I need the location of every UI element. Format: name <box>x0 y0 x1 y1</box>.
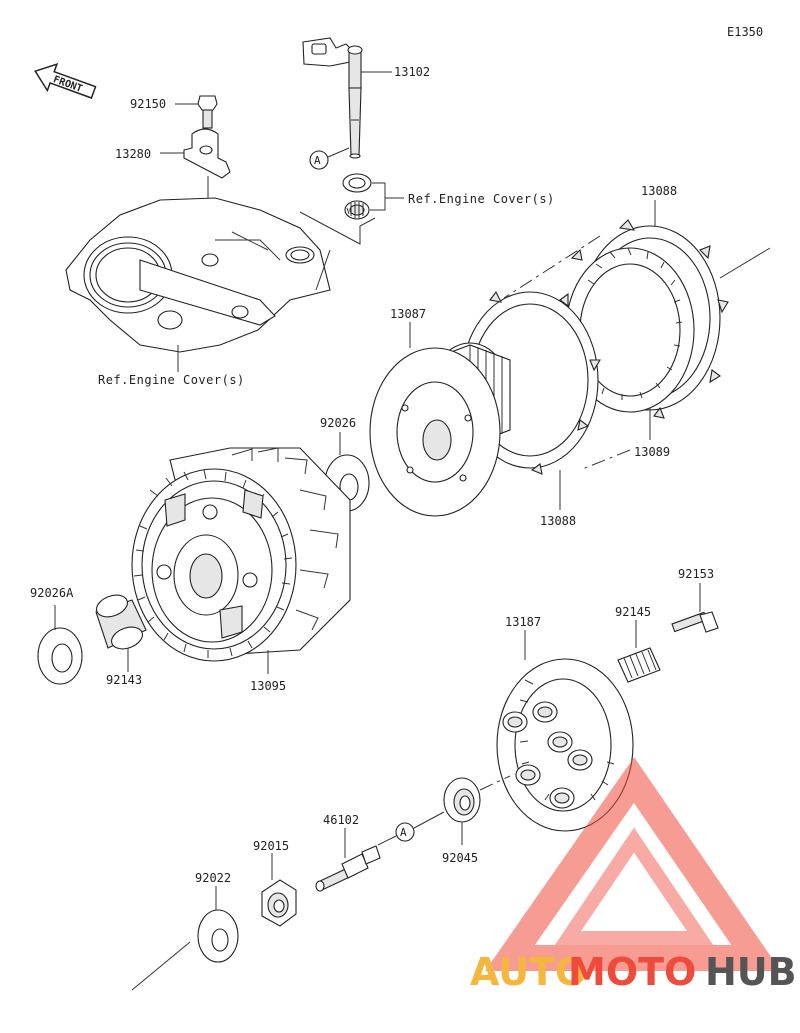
label-92022: 92022 <box>195 871 231 885</box>
label-46102: 46102 <box>323 813 359 827</box>
watermark-hub: HUB <box>705 950 797 994</box>
pressure-plate-boss <box>502 701 593 809</box>
svg-text:A: A <box>400 826 407 839</box>
label-92143: 92143 <box>106 673 142 687</box>
callout-a-bottom: A <box>377 811 445 846</box>
svg-text:A: A <box>314 154 321 167</box>
front-arrow-icon: FRONT <box>34 62 97 99</box>
bearing-92045 <box>443 777 481 823</box>
label-92015: 92015 <box>253 839 289 853</box>
diagram-code: E1350 <box>727 25 763 39</box>
pressure-plate-13187 <box>496 658 634 832</box>
sleeve-92143 <box>95 594 147 650</box>
label-92145: 92145 <box>615 605 651 619</box>
watermark-text: AUTO MOTO HUB <box>470 950 797 994</box>
label-13095: 13095 <box>250 679 286 693</box>
label-13280: 13280 <box>115 147 151 161</box>
oil-seal <box>342 173 372 193</box>
spring-92145 <box>617 647 661 683</box>
label-92026a: 92026A <box>30 586 74 600</box>
clutch-hub-13087 <box>369 342 511 517</box>
label-92026: 92026 <box>320 416 356 430</box>
label-13102: 13102 <box>394 65 430 79</box>
ref-engine-cover-left: Ref.Engine Cover(s) <box>98 373 245 387</box>
label-13087: 13087 <box>390 307 426 321</box>
ref-engine-cover-top: Ref.Engine Cover(s) <box>408 192 555 206</box>
clutch-housing-13095 <box>131 447 351 662</box>
bracket-13280 <box>183 128 231 179</box>
label-13088-bottom: 13088 <box>540 514 576 528</box>
nut-92015 <box>261 879 297 927</box>
label-13088-top: 13088 <box>641 184 677 198</box>
label-92150: 92150 <box>130 97 166 111</box>
washer-92022 <box>197 909 239 963</box>
engine-cover <box>65 197 376 353</box>
watermark-moto: MOTO <box>568 950 696 994</box>
watermark-logo <box>485 757 781 971</box>
washer-92026a <box>37 627 83 685</box>
label-92045: 92045 <box>442 851 478 865</box>
clutch-lever-shaft-13102 <box>302 37 363 159</box>
bolt-92150 <box>197 95 218 129</box>
watermark-auto: AUTO <box>470 950 587 994</box>
label-13089: 13089 <box>634 445 670 459</box>
bolt-92153 <box>671 611 719 633</box>
label-92153: 92153 <box>678 567 714 581</box>
callout-a-top: A <box>309 147 350 170</box>
push-rod-46102 <box>315 845 381 892</box>
needle-bearing <box>344 200 370 220</box>
label-13187: 13187 <box>505 615 541 629</box>
